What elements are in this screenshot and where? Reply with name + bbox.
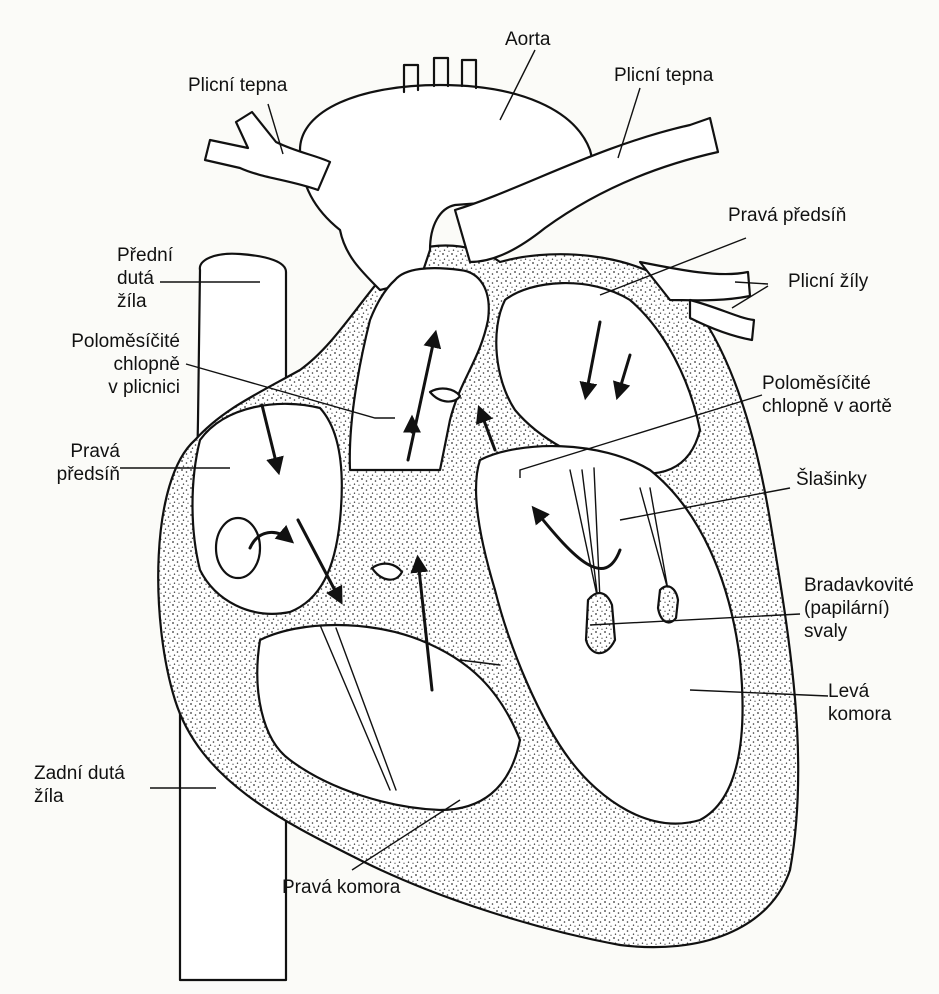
label-right-ventricle: Pravá komora <box>282 876 400 899</box>
label-pulmonary-artery-left: Plicní tepna <box>188 74 287 97</box>
label-pulmonary-valves: Poloměsíčité chlopně v plicnici <box>40 330 180 399</box>
label-posterior-vena-cava: Zadní dutá žíla <box>34 762 125 808</box>
label-right-atrium-top: Pravá předsíň <box>728 204 846 227</box>
label-left-ventricle: Levá komora <box>828 680 891 726</box>
label-right-atrium: Pravá předsíň <box>40 440 120 486</box>
label-aorta: Aorta <box>505 28 550 51</box>
label-papillary-muscles: Bradavkovité (papilární) svaly <box>804 574 914 643</box>
label-aortic-valves: Poloměsíčité chlopně v aortě <box>762 372 892 418</box>
label-pulmonary-artery-right: Plicní tepna <box>614 64 713 87</box>
label-chordae: Šlašinky <box>796 468 867 491</box>
right-atrium-cavity <box>193 404 342 614</box>
label-anterior-vena-cava: Přední dutá žíla <box>117 244 173 313</box>
label-pulmonary-veins: Plicní žíly <box>788 270 868 293</box>
